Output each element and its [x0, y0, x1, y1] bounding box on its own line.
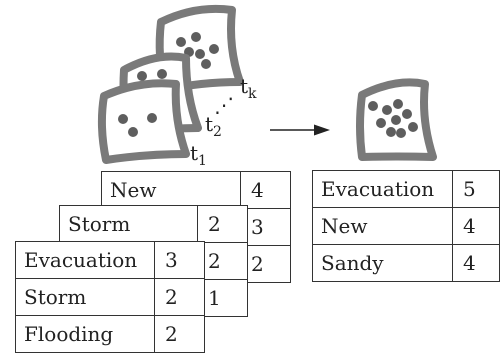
label-tk: tk	[240, 74, 257, 102]
term-cell: New	[312, 207, 453, 245]
term-cell: Sandy	[312, 244, 453, 282]
count-cell: 4	[452, 244, 500, 282]
count-cell: 4	[240, 171, 291, 209]
term-cell: Storm	[59, 205, 198, 243]
result-frame-dot	[396, 128, 406, 138]
count-cell: 3	[240, 208, 291, 246]
result-frame-dot	[391, 115, 401, 125]
count-cell: 1	[197, 279, 248, 317]
table-row: Evacuation 3	[15, 241, 205, 279]
count-cell: 2	[240, 245, 291, 283]
count-cell: 2	[154, 315, 205, 353]
frame-t1-dot	[128, 127, 138, 137]
frame-t1-outline	[97, 79, 190, 164]
term-cell: New	[101, 171, 241, 209]
frame-tk-dot	[201, 59, 211, 69]
result-frame-dot	[386, 127, 396, 137]
label-t1: t1	[190, 141, 207, 169]
table-row: Evacuation 5	[312, 170, 500, 208]
frame-tk-dot	[191, 32, 201, 42]
count-cell: 4	[452, 207, 500, 245]
result-frame-dot	[368, 101, 378, 111]
result-frame-dot	[393, 99, 403, 109]
table-row: Storm 2	[59, 205, 248, 243]
term-cell: Evacuation	[15, 241, 155, 279]
frame-t1	[97, 79, 190, 164]
count-cell: 2	[197, 205, 248, 243]
term-cell: Storm	[15, 278, 155, 316]
term-cell: Evacuation	[312, 170, 453, 208]
transform-arrow	[270, 124, 330, 136]
result-table: Evacuation 5 New 4 Sandy 4	[312, 170, 500, 282]
result-frame-dot	[408, 122, 418, 132]
count-cell: 5	[452, 170, 500, 208]
frame-t1-dot	[147, 113, 157, 123]
frame-t2-dot	[137, 71, 147, 81]
frame-tk-dot	[195, 49, 205, 59]
result-frame-dot	[382, 105, 392, 115]
table-row: Storm 2	[15, 278, 205, 316]
result-frame-dot	[402, 109, 412, 119]
result-frame	[356, 78, 437, 161]
count-cell: 2	[197, 242, 248, 280]
count-cell: 3	[154, 241, 205, 279]
frame-t1-dot	[118, 114, 128, 124]
label-t2: t2	[205, 112, 222, 140]
table-row: Flooding 2	[15, 315, 205, 353]
table-row: Sandy 4	[312, 244, 500, 282]
table-row: New 4	[312, 207, 500, 245]
count-table-t1: Evacuation 3 Storm 2 Flooding 2	[15, 241, 205, 353]
term-cell: Flooding	[15, 315, 155, 353]
ellipsis: ⋰	[214, 93, 234, 117]
frame-tk-dot	[209, 44, 219, 54]
result-frame-dot	[376, 118, 386, 128]
table-row: New 4	[101, 171, 291, 209]
frame-tk-dot	[176, 37, 186, 47]
count-cell: 2	[154, 278, 205, 316]
frame-t2-dot	[157, 69, 167, 79]
